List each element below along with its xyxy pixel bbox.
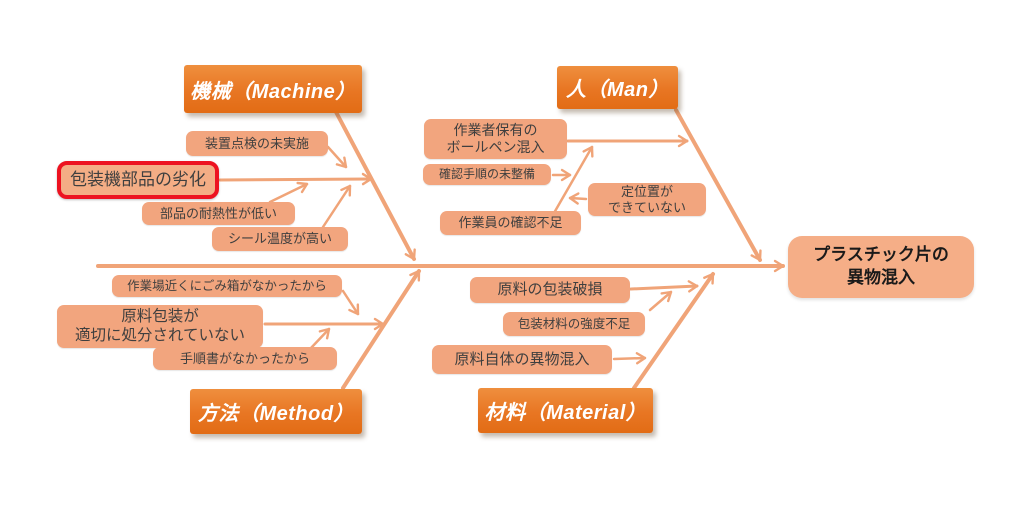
machine-cause-heat-arrow [268, 181, 309, 204]
machine-branch-line [334, 110, 416, 261]
material-cause-strength-arrow [648, 290, 673, 312]
material-branch-line [632, 272, 715, 390]
category-material: 材料（Material） [478, 388, 653, 433]
cause-man-ballpoint-pen: 作業者保有の ボールペン混入 [424, 119, 567, 159]
cause-method-no-manual: 手順書がなかったから [153, 347, 337, 370]
category-man: 人（Man） [557, 66, 678, 109]
man-cause-check-subbranch [552, 145, 594, 215]
cause-material-strength: 包装材料の強度不足 [503, 312, 645, 336]
method-branch-line [341, 269, 421, 390]
cause-machine-deterioration-highlighted: 包装機部品の劣化 [57, 161, 219, 199]
cause-machine-heat-resistance: 部品の耐熱性が低い [142, 202, 295, 225]
category-machine: 機械（Machine） [184, 65, 362, 113]
machine-cause-deterioration-bone [218, 172, 373, 186]
cause-man-fixed-position: 定位置が できていない [588, 183, 706, 216]
cause-method-packaging-disposal: 原料包装が 適切に処分されていない [57, 305, 263, 348]
material-cause-foreign-arrow [612, 352, 647, 365]
cause-material-foreign-matter: 原料自体の異物混入 [432, 345, 612, 374]
machine-cause-inspection-arrow [326, 145, 348, 169]
man-branch-line [674, 108, 762, 262]
cause-man-check-procedure: 確認手順の未整備 [423, 164, 551, 185]
effect-box: プラスチック片の 異物混入 [788, 236, 974, 298]
man-cause-position-arrow [568, 192, 588, 205]
method-cause-manual-arrow [309, 327, 331, 350]
cause-machine-inspection: 装置点検の未実施 [186, 131, 328, 156]
material-cause-damage-bone [629, 280, 699, 293]
cause-man-worker-check: 作業員の確認不足 [440, 211, 581, 235]
category-method: 方法（Method） [190, 389, 362, 434]
cause-method-no-trashcan: 作業場近くにごみ箱がなかったから [112, 275, 342, 297]
machine-cause-seal-arrow [321, 184, 352, 229]
cause-material-package-damage: 原料の包装破損 [470, 277, 630, 303]
cause-machine-seal-temperature: シール温度が高い [212, 227, 348, 251]
method-cause-trash-arrow [341, 289, 360, 316]
